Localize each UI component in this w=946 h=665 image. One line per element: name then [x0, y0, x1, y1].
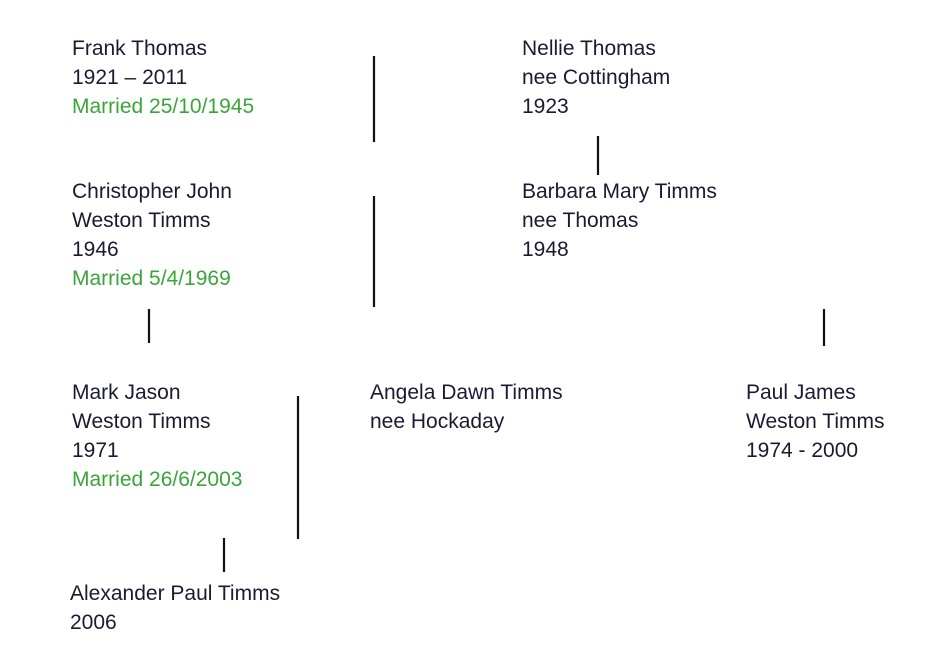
person-name-line1: Paul James — [746, 381, 856, 404]
person-paul-timms: Paul James Weston Timms 1974 - 2000 — [746, 378, 884, 465]
marriage-date: Married 25/10/1945 — [72, 95, 255, 118]
person-name: Frank Thomas — [72, 37, 207, 60]
person-name: Alexander Paul Timms — [70, 582, 281, 605]
person-dates: 1948 — [522, 238, 569, 261]
person-angela-timms: Angela Dawn Timms nee Hockaday — [370, 378, 563, 436]
person-dates: 1923 — [522, 95, 569, 118]
maiden-name: nee Cottingham — [522, 66, 671, 89]
person-barbara-timms: Barbara Mary Timms nee Thomas 1948 — [522, 177, 717, 264]
person-name-line1: Mark Jason — [72, 381, 181, 404]
person-name-line2: Weston Timms — [72, 209, 211, 232]
person-name-line2: Weston Timms — [72, 410, 211, 433]
person-name: Angela Dawn Timms — [370, 381, 563, 404]
person-dates: 1946 — [72, 238, 119, 261]
person-name: Nellie Thomas — [522, 37, 656, 60]
maiden-name: nee Thomas — [522, 209, 639, 232]
person-alexander-timms: Alexander Paul Timms 2006 — [70, 579, 280, 637]
person-dates: 2006 — [70, 611, 117, 634]
person-name-line2: Weston Timms — [746, 410, 885, 433]
person-christopher-timms: Christopher John Weston Timms 1946 Marri… — [72, 177, 232, 293]
person-name-line1: Christopher John — [72, 180, 232, 203]
maiden-name: nee Hockaday — [370, 410, 505, 433]
person-nellie-thomas: Nellie Thomas nee Cottingham 1923 — [522, 34, 670, 121]
person-frank-thomas: Frank Thomas 1921 – 2011 Married 25/10/1… — [72, 34, 254, 121]
marriage-date: Married 26/6/2003 — [72, 468, 243, 491]
person-dates: 1974 - 2000 — [746, 439, 859, 462]
person-name: Barbara Mary Timms — [522, 180, 717, 203]
marriage-date: Married 5/4/1969 — [72, 267, 231, 290]
person-mark-timms: Mark Jason Weston Timms 1971 Married 26/… — [72, 378, 242, 494]
person-dates: 1971 — [72, 439, 119, 462]
person-dates: 1921 – 2011 — [72, 66, 188, 89]
